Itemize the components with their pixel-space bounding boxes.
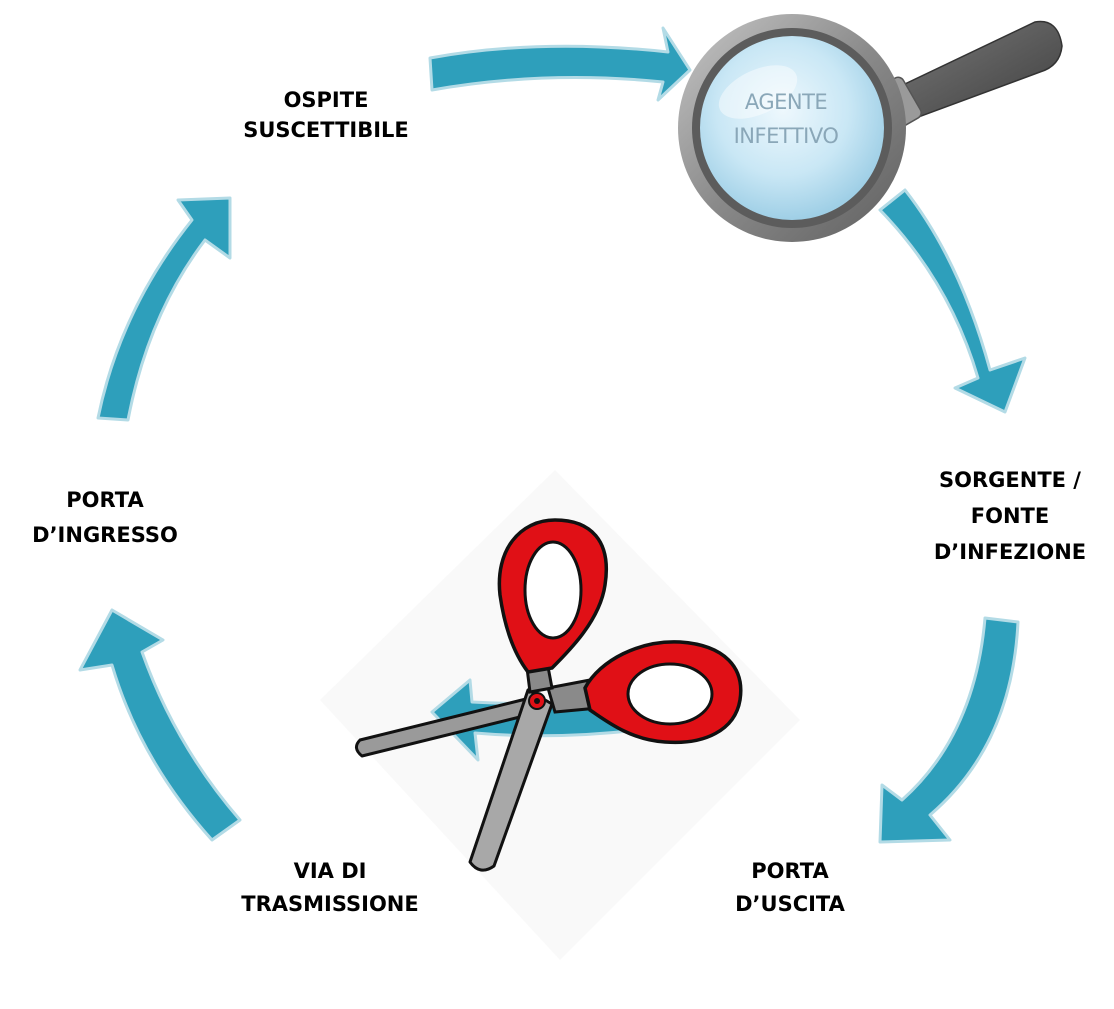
label-agente-infettivo: AGENTE INFETTIVO: [700, 85, 872, 153]
magnifying-glass-icon: [678, 14, 1063, 242]
label-line: D’INFEZIONE: [933, 540, 1087, 564]
label-line: D’INGRESSO: [32, 523, 178, 547]
scissors-icon: [355, 518, 743, 872]
label-porta-ingresso: PORTA D’INGRESSO: [10, 483, 200, 553]
label-line: PORTA: [66, 488, 144, 512]
label-via-trasmissione: VIA DI TRASMISSIONE: [215, 855, 445, 921]
label-porta-uscita: PORTA D’USCITA: [690, 855, 890, 921]
cycle-arrow-icon: [78, 608, 242, 842]
label-line: D’USCITA: [735, 892, 845, 916]
label-line: SUSCETTIBILE: [243, 118, 409, 142]
cycle-arrow-icon: [878, 188, 1027, 414]
cycle-arrow-icon: [428, 26, 692, 102]
label-line: INFETTIVO: [733, 124, 839, 148]
label-line: VIA DI: [293, 859, 367, 883]
label-ospite-suscettibile: OSPITE SUSCETTIBILE: [226, 85, 426, 145]
label-line: OSPITE: [283, 88, 369, 112]
label-line: PORTA: [751, 859, 829, 883]
cycle-arrow-icon: [96, 196, 232, 422]
label-line: AGENTE: [744, 90, 828, 114]
label-sorgente-fonte-infezione: SORGENTE / FONTE D’INFEZIONE: [910, 462, 1110, 570]
label-line: TRASMISSIONE: [241, 892, 419, 916]
label-line: FONTE: [970, 504, 1050, 528]
cycle-arrow-icon: [878, 616, 1020, 844]
label-line: SORGENTE /: [939, 468, 1081, 492]
